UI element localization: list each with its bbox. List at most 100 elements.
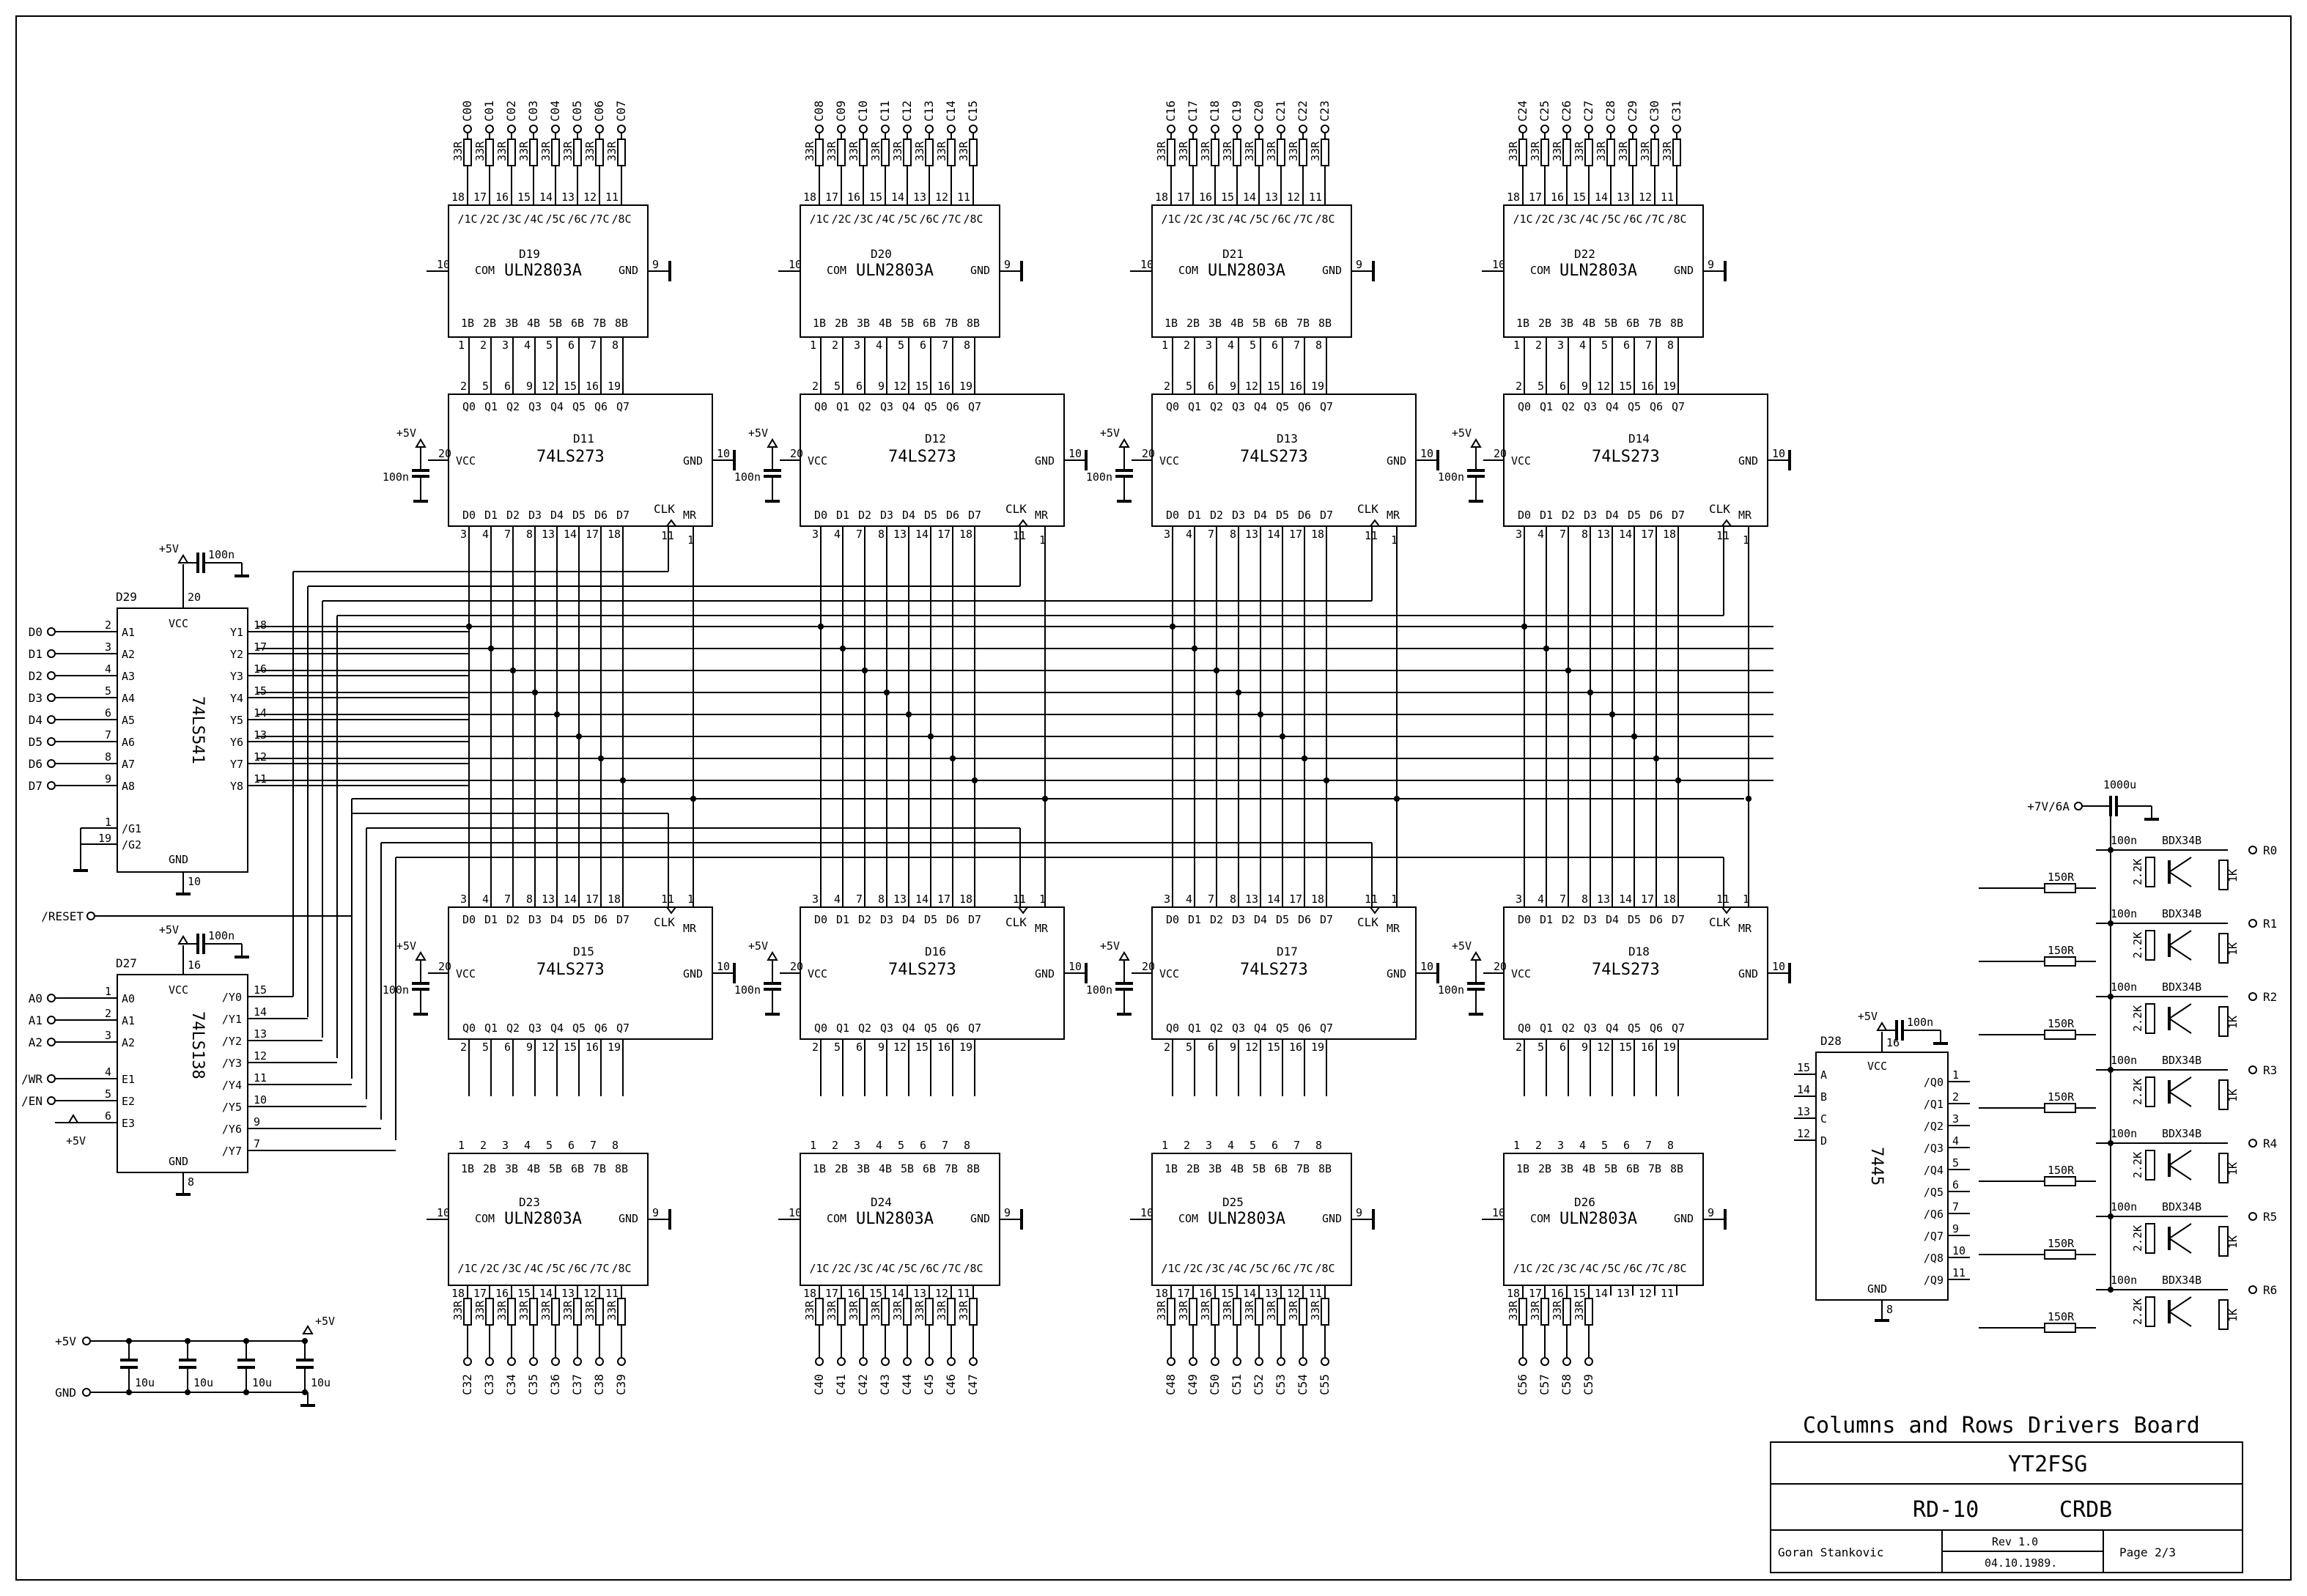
row-output-label: R2 [2263,990,2277,1004]
resistor [1650,138,1659,166]
column-connector [969,1357,978,1366]
data-bus: /RESET [41,526,1773,1140]
data-input-label: D2 [29,669,43,683]
junction-dot [690,796,696,802]
pin-number: 20 [1494,447,1507,460]
a-pin: A8 [122,780,135,793]
gnd-pin: GND [1387,454,1406,468]
pin-number: 16 [1551,191,1564,204]
pin-number: 5 [898,339,904,352]
pin-number: 16 [495,1287,509,1300]
input-pin: 1B [1516,317,1529,330]
output-pin: /3C [1205,213,1225,226]
row-output-connector [2248,846,2257,854]
pin-number: 8 [1667,339,1674,352]
column-connector [1518,1357,1527,1366]
chip-part: 74LS138 [188,1011,207,1079]
ls273-latch: D1374LS273Q0D023Q1D154Q2D267Q3D398Q4D412… [1086,337,1439,547]
input-pin: 5B [901,1162,914,1175]
pin-number: 16 [1551,1287,1564,1300]
pullup-resistor [2145,1223,2155,1254]
wire [2168,1223,2192,1239]
column-label: C10 [856,100,870,122]
junction-dot [862,668,868,673]
column-label: C49 [1186,1374,1200,1395]
chip-ref: D11 [573,432,594,446]
decoder-output-pin: /Y6 [222,1123,242,1136]
pin-number: 16 [1641,380,1654,393]
q-pin: Q3 [880,400,893,413]
pin-number: 10 [1068,960,1082,973]
q-pin: Q6 [946,1021,959,1035]
pin-number: 3 [502,1139,509,1152]
y-pin: Y8 [230,780,243,793]
y-pin: Y3 [230,670,243,683]
column-label: C07 [614,100,628,122]
gnd-pin: GND [1322,1212,1342,1225]
clock-edge [1018,519,1028,527]
pullup-value: 2.2K [2131,1225,2144,1252]
column-connector [1233,125,1241,133]
resistor [463,138,472,166]
decoder-input-connector [47,994,56,1002]
input-pin: 7B [1648,1162,1661,1175]
pin-number: 8 [526,528,533,541]
transistor-label: BDX34B [2162,1054,2201,1067]
pin-number: 5 [1538,380,1544,393]
resistor [815,1298,824,1326]
revision: Rev 1.0 [1992,1535,2038,1548]
pin-number: 13 [542,528,555,541]
chip-part: ULN2803A [856,1210,934,1228]
gnd-pin: GND [169,853,188,866]
junction-dot [1192,646,1197,651]
output-pin: /2C [1183,213,1203,226]
column-connector [1321,1357,1329,1366]
chip-part: 74LS273 [1592,961,1660,979]
pin-number: 13 [913,191,926,204]
project-name: RD-10 [1913,1497,1979,1523]
capacitor-value: 10u [311,1376,331,1389]
pin-number: 4 [482,528,489,541]
pin-number: 15 [1267,1041,1280,1054]
pin-number: 14 [539,1287,553,1300]
column-label: C38 [592,1374,606,1395]
decoder-input-pin: E1 [122,1073,135,1086]
pin-number: 1 [1743,893,1749,906]
chip-body [1151,394,1417,527]
board-heading: Columns and Rows Drivers Board [1803,1413,2200,1438]
resistor-value: 33R [1507,141,1520,161]
pin-number: 3 [812,528,819,541]
row-output-connector [2248,992,2257,1001]
data-input-label: D4 [29,713,43,727]
input-pin: 5B [1604,317,1617,330]
resistor-value: 33R [1155,1300,1168,1320]
chip-part: 74LS541 [188,696,207,764]
column-connector [1233,1357,1241,1366]
output-pin: /8C [1666,1262,1686,1275]
gnd-pin: GND [1035,967,1055,980]
pin-number: 1 [1039,893,1046,906]
pullup-value: 2.2K [2131,1005,2144,1032]
wire [2168,945,2192,961]
resistor [837,1298,846,1326]
resistor-value: 33R [957,141,970,161]
row-output-label: R0 [2263,843,2277,857]
decoder-input-connector [47,1038,56,1046]
pin-number: 10 [437,1206,450,1219]
row-output-connector [2248,1285,2257,1294]
pin-number: 2 [1184,1139,1190,1152]
pin-number: 11 [1365,893,1378,906]
clk-pin: CLK [1709,502,1730,516]
pin-number: 16 [495,191,509,204]
chip-part: ULN2803A [1208,1210,1285,1228]
column-label: C26 [1559,100,1573,122]
d-pin: D1 [836,913,849,926]
load-value: 1K [2226,1162,2240,1175]
pin-number: 11 [1716,529,1730,542]
output-pin: /4C [875,213,895,226]
resistor-value: 33R [869,141,882,161]
decoder-input-pin: E3 [122,1117,135,1130]
pin-number: 5 [546,339,553,352]
junction-dot [906,712,912,717]
q-pin: Q5 [924,1021,937,1035]
